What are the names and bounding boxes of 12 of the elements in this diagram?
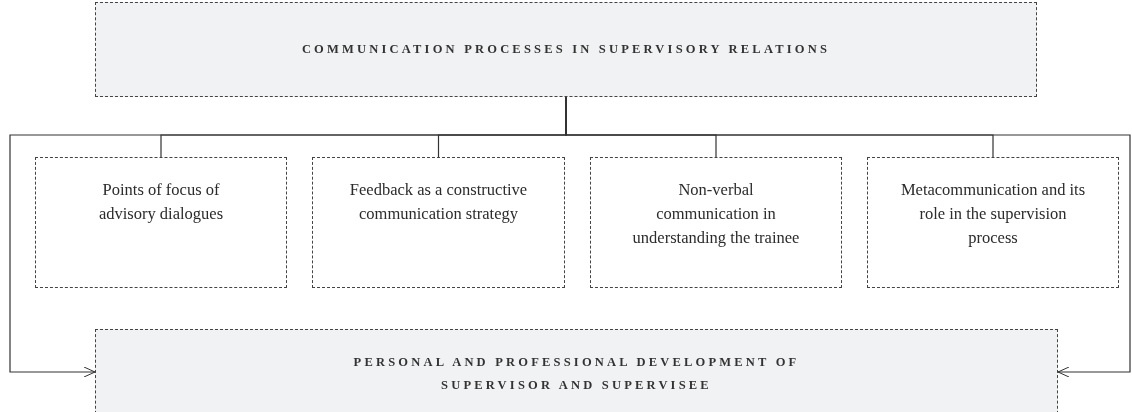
topic-box: [35, 157, 287, 288]
topic-box: [590, 157, 842, 288]
topic-text: Metacommunication and its role in the supervision process: [899, 179, 1087, 249]
heading-box: [95, 2, 1037, 97]
heading-text: COMMUNICATION PROCESSES IN SUPERVISORY RELATIONS: [301, 41, 831, 58]
topic-box: [312, 157, 565, 288]
heading-box: [95, 329, 1058, 412]
heading-text: PERSONAL AND PROFESSIONAL DEVELOPMENT OF SUPERVISOR AND SUPERVISEE: [352, 354, 801, 394]
topic-text: Feedback as a constructive communication strategy: [348, 179, 529, 225]
topic-box: [867, 157, 1119, 288]
topic-text: Non-verbal communication in understanding the trainee: [631, 179, 801, 249]
topic-text: Points of focus of advisory dialogues: [97, 179, 225, 225]
